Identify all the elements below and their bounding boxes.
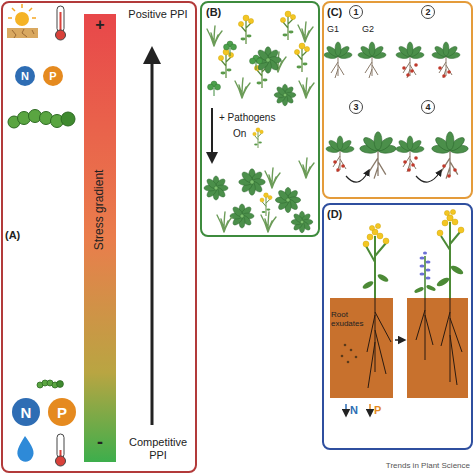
panel-label: (C) xyxy=(327,6,342,18)
circle-text: 2 xyxy=(425,8,430,17)
callout-number: 2 xyxy=(421,5,435,19)
axis-label: Positive PPI xyxy=(122,8,194,21)
circle-text: 1 xyxy=(353,8,358,17)
callout-number: 1 xyxy=(349,5,363,19)
callout-number: 4 xyxy=(421,100,435,114)
exudate-label: Root exudates xyxy=(331,310,363,328)
gradient-sign: + xyxy=(92,16,108,34)
nutrient-circle: P xyxy=(43,66,63,86)
gradient-sign: - xyxy=(92,432,108,453)
journal-watermark: Trends in Plant Science xyxy=(386,461,470,470)
circle-text: P xyxy=(57,405,67,420)
treatment-label: On xyxy=(233,128,246,140)
nutrient-label: P xyxy=(374,404,381,417)
circle-text: 4 xyxy=(425,103,430,112)
nutrient-circle: N xyxy=(15,66,35,86)
circle-text: N xyxy=(21,405,32,420)
circle-text: 3 xyxy=(353,103,358,112)
nutrient-label: N xyxy=(350,404,358,417)
circle-text: P xyxy=(49,71,56,82)
nutrient-circle: N xyxy=(12,398,40,426)
genotype-label: G2 xyxy=(362,24,374,34)
axis-title: Stress gradient xyxy=(93,170,107,251)
circle-text: N xyxy=(21,71,29,82)
panel-label: (B) xyxy=(206,6,221,18)
nutrient-circle: P xyxy=(48,398,76,426)
panel-frame: (C) 1 2 3 4 xyxy=(322,1,473,199)
genotype-label: G1 xyxy=(327,24,339,34)
axis-label: Competitive PPI xyxy=(120,436,196,461)
panel-label: (A) xyxy=(5,229,20,241)
treatment-label: + Pathogens xyxy=(219,112,275,124)
callout-number: 3 xyxy=(349,100,363,114)
panel-label: (D) xyxy=(327,208,342,220)
